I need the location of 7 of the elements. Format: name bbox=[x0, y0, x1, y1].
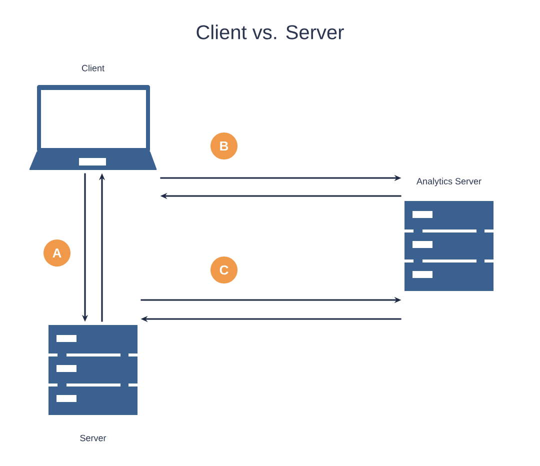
step-badge: A bbox=[44, 240, 70, 266]
title: Client vs. Server bbox=[196, 24, 344, 40]
step-badge: B bbox=[210, 132, 238, 160]
node-label: Analytics Server bbox=[416, 178, 482, 186]
step-badge: C bbox=[210, 256, 238, 284]
node-label: Client bbox=[82, 64, 104, 72]
node-label: Server bbox=[80, 434, 106, 442]
